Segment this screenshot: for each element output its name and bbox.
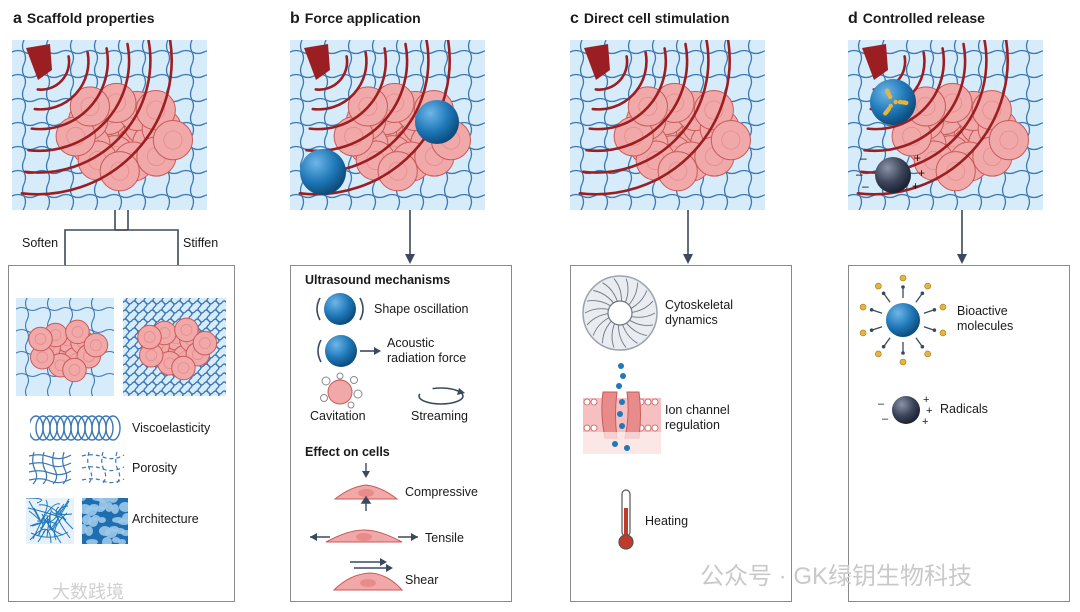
- svg-text:+: +: [918, 166, 925, 180]
- shape-oscillation-icon: [316, 293, 364, 325]
- ion-channel-line2: regulation: [665, 418, 720, 432]
- compressive-cell-icon: [333, 463, 399, 511]
- streaming-icon: [418, 387, 465, 405]
- porosity-label: Porosity: [132, 461, 178, 475]
- watermark-left: 大数践境: [52, 582, 124, 602]
- panel-d-release-box: [848, 265, 1070, 602]
- soft-scaffold-thumbnail: [16, 298, 114, 396]
- tensile-label: Tensile: [425, 531, 464, 545]
- svg-text:+: +: [922, 416, 928, 428]
- cavitation-icon: [320, 372, 363, 409]
- acoustic-line2: radiation force: [387, 351, 467, 365]
- bioactive-release-icon: [859, 274, 947, 366]
- cavitation-label: Cavitation: [310, 409, 366, 423]
- panel-b-letter: b: [290, 10, 300, 27]
- watermark-right: 公众号 · GK绿钥生物科技: [700, 563, 973, 590]
- svg-text:–: –: [878, 398, 885, 410]
- streaming-label: Streaming: [411, 409, 468, 423]
- svg-text:–: –: [860, 151, 867, 165]
- svg-text:+: +: [912, 179, 919, 193]
- soften-label: Soften: [22, 236, 59, 250]
- thermometer-icon: [618, 489, 634, 550]
- svg-text:–: –: [856, 167, 863, 181]
- viscoelasticity-label: Viscoelasticity: [132, 421, 211, 435]
- svg-text:–: –: [862, 179, 869, 193]
- panel-c-letter: c: [570, 10, 579, 27]
- panel-c-down-arrow: [683, 210, 693, 264]
- compressive-label: Compressive: [405, 485, 478, 499]
- svg-text:+: +: [923, 394, 929, 406]
- panel-a-scaffold-scene: [12, 40, 207, 210]
- acoustic-radiation-force-icon: [317, 335, 381, 367]
- stiffen-label: Stiffen: [183, 236, 219, 250]
- architecture-label: Architecture: [132, 512, 199, 526]
- architecture-porous-icon: [82, 498, 128, 544]
- heating-label: Heating: [645, 514, 689, 528]
- cytoskeletal-line1: Cytoskeletal: [665, 298, 734, 312]
- svg-text:+: +: [914, 151, 921, 165]
- panel-a-letter: a: [13, 10, 22, 27]
- cytoskeleton-cell-icon: [582, 275, 658, 351]
- stiff-scaffold-thumbnail: [123, 298, 226, 396]
- effect-on-cells-header: Effect on cells: [305, 445, 390, 459]
- cytoskeletal-line2: dynamics: [665, 313, 718, 327]
- panel-d-release-scene: –––+++: [848, 40, 1043, 210]
- porosity-sparse-icon: [81, 451, 125, 485]
- shear-cell-icon: [332, 558, 404, 591]
- panel-b-down-arrow: [405, 210, 415, 264]
- ultrasound-mechanisms-header: Ultrasound mechanisms: [305, 273, 451, 287]
- panel-c-stimulation-scene: [570, 40, 765, 210]
- bioactive-line2: molecules: [957, 319, 1014, 333]
- radicals-label: Radicals: [940, 402, 988, 416]
- tensile-cell-icon: [310, 529, 418, 543]
- ion-channel-icon: [583, 363, 661, 454]
- shear-label: Shear: [405, 573, 439, 587]
- bioactive-line1: Bioactive: [957, 304, 1008, 318]
- radical-bubble-icon: ––+++: [878, 394, 932, 428]
- panel-b-force-scene: [290, 40, 485, 210]
- porosity-dense-icon: [28, 451, 72, 485]
- svg-text:–: –: [882, 413, 889, 425]
- shape-oscillation-label: Shape oscillation: [374, 302, 469, 316]
- acoustic-line1: Acoustic: [387, 336, 435, 350]
- viscoelasticity-icon: [30, 415, 121, 441]
- panel-d-letter: d: [848, 10, 858, 27]
- architecture-fibrous-icon: [26, 498, 74, 544]
- ion-channel-line1: Ion channel: [665, 403, 730, 417]
- panel-d-down-arrow: [957, 210, 967, 264]
- svg-text:+: +: [926, 405, 932, 417]
- panel-b-mechanisms-box: [290, 265, 512, 602]
